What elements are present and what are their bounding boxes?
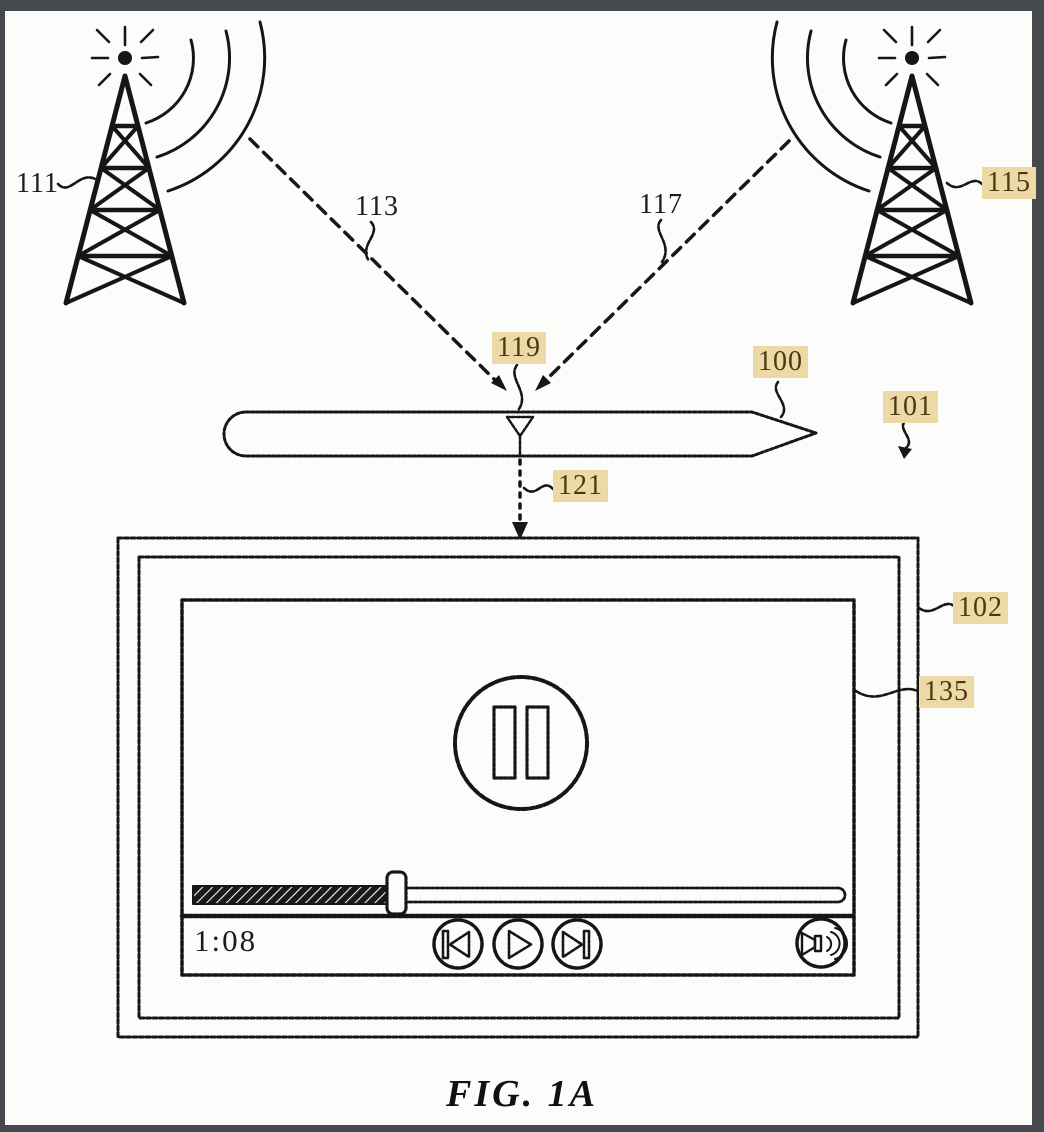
ref-label-113: 113 — [355, 191, 399, 222]
leader-117 — [657, 218, 667, 264]
progress-bar[interactable] — [192, 870, 847, 916]
play-button[interactable] — [492, 918, 544, 970]
antenna-icon — [505, 415, 535, 457]
volume-button[interactable] — [795, 917, 848, 969]
leader-100 — [774, 380, 786, 419]
antenna-burst-icon — [90, 25, 160, 87]
play-icon — [507, 929, 533, 960]
ref-label-115: 115 — [982, 167, 1036, 199]
leader-101-arrowhead — [898, 446, 912, 459]
ref-label-119: 119 — [492, 332, 546, 364]
radio-tower-right-icon — [850, 25, 974, 306]
elapsed-time: 1:08 — [194, 923, 258, 958]
leader-102 — [917, 602, 957, 613]
ref-label-111: 111 — [16, 168, 59, 199]
pause-icon — [492, 705, 550, 780]
ref-label-101: 101 — [883, 391, 938, 423]
stylus-signal-arrow-121 — [512, 458, 528, 540]
ref-label-121: 121 — [553, 470, 608, 502]
ref-label-135: 135 — [919, 676, 974, 708]
leader-113 — [364, 220, 376, 263]
signal-arrow-113 — [248, 137, 507, 391]
progress-handle[interactable] — [385, 870, 408, 916]
volume-icon — [800, 927, 848, 960]
progress-track — [392, 886, 847, 904]
previous-track-icon — [441, 929, 471, 960]
next-track-icon — [561, 929, 591, 960]
leader-115 — [945, 179, 984, 189]
ref-label-102: 102 — [953, 592, 1008, 624]
leader-101 — [901, 419, 911, 450]
leader-135 — [854, 687, 923, 698]
antenna-burst-icon — [877, 25, 947, 87]
previous-button[interactable] — [432, 918, 484, 970]
progress-fill — [192, 885, 395, 905]
leader-119 — [513, 363, 524, 411]
ref-label-100: 100 — [753, 346, 808, 378]
next-button[interactable] — [551, 918, 603, 970]
signal-waves-right-icon — [770, 20, 893, 193]
radio-tower-left-icon — [63, 25, 187, 306]
stylus — [222, 410, 818, 458]
ref-label-117: 117 — [639, 189, 683, 220]
leader-111 — [56, 176, 99, 189]
leader-121 — [522, 484, 555, 493]
signal-arrow-117 — [535, 139, 791, 391]
signal-waves-left-icon — [144, 20, 267, 193]
figure-caption: FIG. 1A — [446, 1073, 598, 1115]
pause-button[interactable] — [453, 675, 589, 811]
